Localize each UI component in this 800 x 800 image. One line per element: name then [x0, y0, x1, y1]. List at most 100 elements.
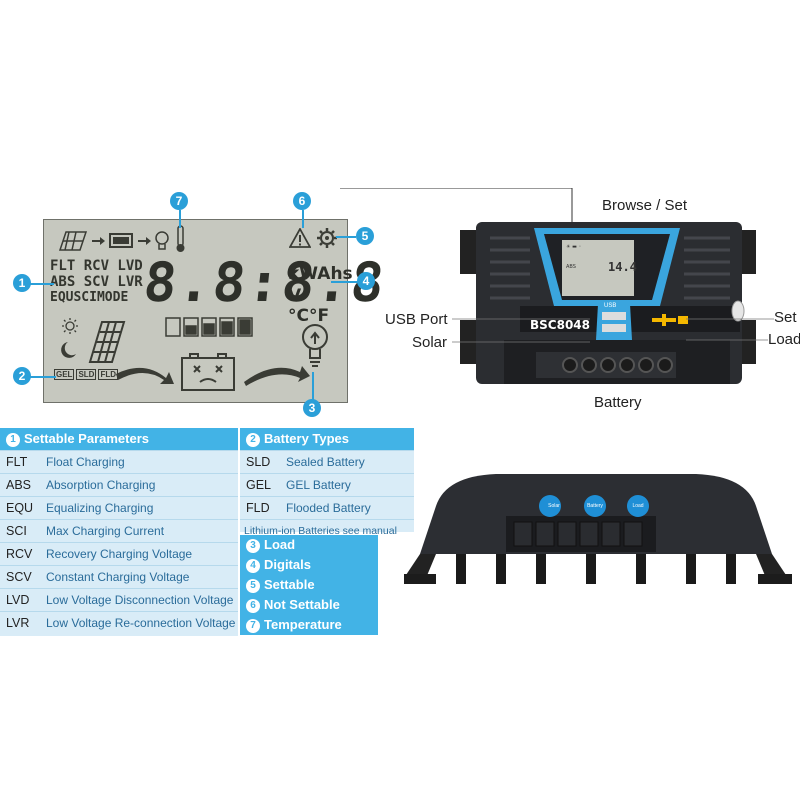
legend-number: 3	[246, 538, 260, 553]
legend-item-load: 3 Load	[240, 535, 378, 555]
curved-arrow-icon	[116, 367, 174, 384]
battery-code: SLD	[246, 455, 271, 469]
side-label-solar: Solar	[548, 503, 560, 509]
settable-parameters-title: Settable Parameters	[24, 431, 150, 446]
battery-desc: Flooded Battery	[286, 501, 371, 515]
param-desc: Float Charging	[46, 455, 125, 469]
lcd-battery-type-boxes: GEL SLD FLD	[54, 369, 119, 380]
legend-text: Digitals	[264, 557, 311, 572]
callout-line-2	[30, 376, 56, 378]
bulb-icon	[302, 324, 328, 367]
sun-icon	[62, 318, 78, 334]
table-row: LVR Low Voltage Re-connection Voltage	[0, 611, 238, 634]
param-code: EQU	[6, 501, 34, 515]
callout-line-6	[302, 210, 304, 228]
legend-text: Not Settable	[264, 597, 340, 612]
moon-icon	[61, 342, 76, 358]
callout-line-5	[336, 236, 356, 238]
param-desc: Recovery Charging Voltage	[46, 547, 193, 561]
battery-types-number: 2	[246, 432, 260, 447]
param-code: RCV	[6, 547, 33, 561]
curved-arrow-icon	[244, 366, 310, 386]
label-usb-port: USB Port	[385, 311, 448, 328]
table-row: FLT Float Charging	[0, 450, 238, 473]
callout-line-7	[179, 210, 181, 228]
lcd-battery-sld: SLD	[76, 369, 97, 380]
lcd-unit-voltage-temp: V °C°F	[288, 286, 330, 326]
warning-icon	[289, 228, 311, 248]
legend-item-not-settable: 6 Not Settable	[240, 595, 378, 615]
settable-parameters-header: 1 Settable Parameters	[0, 428, 238, 450]
solar-panel-icon	[58, 231, 88, 251]
terminal-screw	[638, 357, 654, 373]
lcd-battery-fld: FLD	[98, 369, 119, 380]
gear-icon	[317, 228, 337, 248]
lcd-top-icons	[58, 231, 169, 251]
param-code: ABS	[6, 478, 32, 492]
callout-line-4	[331, 281, 359, 283]
table-row: RCV Recovery Charging Voltage	[0, 542, 238, 565]
device-usb-text: USB	[604, 303, 617, 309]
terminal-screw	[581, 357, 597, 373]
arrow-right-icon	[92, 237, 105, 245]
callout-line-1	[30, 283, 54, 285]
lcd-param-row-1: FLT RCV LVD	[50, 258, 143, 274]
lcd-battery-gel: GEL	[54, 369, 75, 380]
arrow-right-icon	[138, 237, 151, 245]
device-model-label: BSC8048	[530, 318, 590, 332]
param-code: SCV	[6, 570, 32, 584]
param-desc: Equalizing Charging	[46, 501, 154, 515]
callout-3: 3	[303, 399, 321, 417]
param-desc: Low Voltage Re-connection Voltage	[46, 616, 236, 630]
label-load: Load	[768, 331, 800, 348]
lcd-unit-energy: kWAhs	[288, 264, 353, 284]
device-screen-value: 14.4	[608, 260, 637, 274]
param-code: LVR	[6, 616, 30, 630]
legend-number: 6	[246, 598, 260, 613]
battery-desc: Sealed Battery	[286, 455, 365, 469]
battery-code: GEL	[246, 478, 272, 492]
table-row: SCI Max Charging Current	[0, 519, 238, 542]
param-desc: Max Charging Current	[46, 524, 165, 538]
charge-controller-front: ☀ ▬ ◦ ABS	[340, 188, 756, 384]
callout-5: 5	[356, 227, 374, 245]
param-code: LVD	[6, 593, 30, 607]
settable-number: 1	[6, 432, 20, 447]
callout-4: 4	[357, 272, 375, 290]
label-solar: Solar	[412, 334, 448, 351]
label-set: Set	[774, 309, 797, 326]
battery-types-note: Lithium-ion Batteries see manual	[240, 519, 414, 542]
callout-7: 7	[170, 192, 188, 210]
charge-controller-side	[404, 474, 792, 584]
label-leader-lines	[452, 318, 590, 343]
param-code: SCI	[6, 524, 27, 538]
legend-number: 7	[246, 618, 260, 633]
thermometer-icon	[176, 225, 185, 252]
table-row: GEL GEL Battery	[240, 473, 414, 496]
battery-icon	[109, 233, 133, 248]
param-desc: Absorption Charging	[46, 478, 156, 492]
param-desc: Low Voltage Disconnection Voltage	[46, 593, 234, 607]
lcd-param-row-2: ABS SCV LVR	[50, 274, 143, 290]
legend-number: 5	[246, 578, 260, 593]
lcd-panel: FLT RCV LVD ABS SCV LVR EQUSCIMODE 8.8:8…	[43, 219, 389, 403]
lcd-flow-graphic	[61, 317, 328, 391]
legend-item-digitals: 4 Digitals	[240, 555, 378, 575]
terminal-screw	[657, 357, 673, 373]
label-browse-set: Browse / Set	[602, 197, 688, 214]
battery-code: FLD	[246, 501, 270, 515]
legend-number: 4	[246, 558, 260, 573]
side-label-battery: Battery	[587, 503, 603, 509]
terminal-screw	[619, 357, 635, 373]
legend-text: Load	[264, 537, 296, 552]
terminal-screw	[600, 357, 616, 373]
param-code: FLT	[6, 455, 28, 469]
table-row: FLD Flooded Battery	[240, 496, 414, 519]
side-label-load: Load	[632, 503, 644, 509]
callout-2: 2	[13, 367, 31, 385]
battery-desc: GEL Battery	[286, 478, 351, 492]
